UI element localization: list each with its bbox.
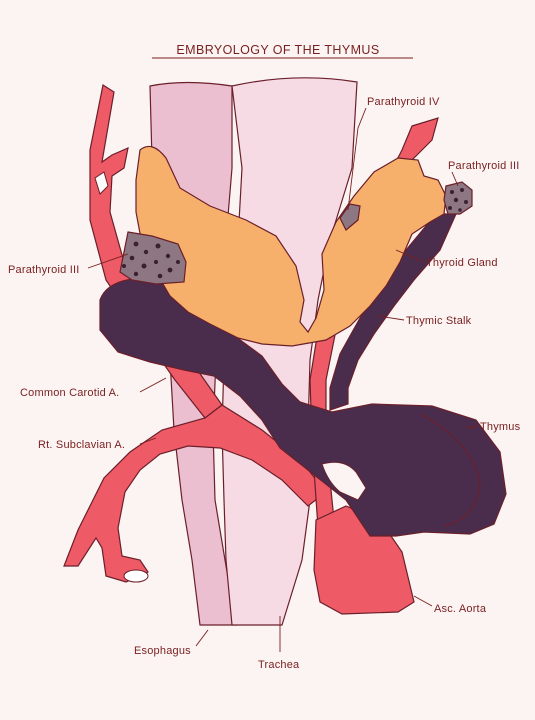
leader-thymic-stalk [377, 315, 405, 321]
leader-asc-aorta [413, 595, 433, 607]
thyroid-gland [135, 145, 447, 347]
label-parathyroid-iv: Parathyroid IV [367, 96, 440, 108]
label-rt-subclavian: Rt. Subclavian A. [38, 439, 125, 451]
leader-rt-subclavian [139, 437, 157, 445]
parathyroid-iii-right-dots [448, 188, 468, 212]
label-parathyroid-iii-left: Parathyroid III [8, 264, 79, 276]
label-parathyroid-iii-right: Parathyroid III [448, 160, 519, 172]
parathyroid-iii-right [443, 181, 473, 215]
leader-parathyroid-iv [347, 107, 367, 211]
artery-stub-highlight [94, 171, 109, 195]
label-thymus: Thymus [480, 421, 521, 433]
leader-common-carotid [139, 377, 167, 393]
leader-esophagus [195, 629, 209, 647]
thymus-lobe-divider [419, 413, 481, 527]
label-asc-aorta: Asc. Aorta [434, 603, 487, 615]
leader-parathyroid-iii-left [87, 253, 129, 269]
leader-thyroid-gland [395, 249, 425, 263]
leader-thymus [465, 425, 479, 429]
label-thymic-stalk: Thymic Stalk [406, 315, 472, 327]
label-common-carotid: Common Carotid A. [20, 387, 119, 399]
diagram-title: EMBRYOLOGY OF THE THYMUS [176, 43, 379, 57]
leader-parathyroid-iii-right [451, 171, 459, 187]
thymus-gap [321, 461, 367, 501]
parathyroid-iii-left-dots [122, 241, 180, 279]
subclavian-cut-end [123, 569, 149, 583]
label-thyroid-gland: Thyroid Gland [426, 257, 498, 269]
label-esophagus: Esophagus [134, 645, 191, 657]
label-trachea: Trachea [258, 659, 300, 671]
